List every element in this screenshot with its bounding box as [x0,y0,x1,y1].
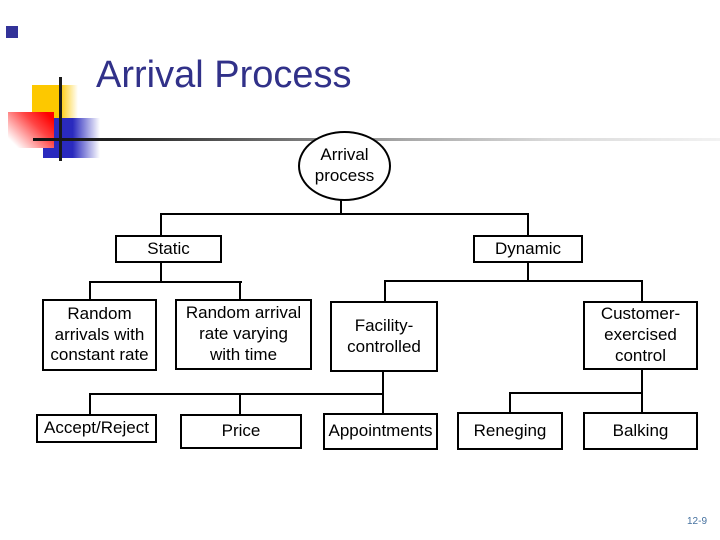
connector-level1-horizontal [160,213,529,215]
connector-customer-stem [641,370,643,413]
connector-static-drop [160,213,162,237]
connector-customer-drop [641,280,643,302]
node-dynamic: Dynamic [473,235,583,263]
connector-static-children-horizontal [89,281,242,283]
connector-dynamic-children-horizontal [384,280,643,282]
node-balking: Balking [583,412,698,450]
node-appointments: Appointments [323,413,438,450]
node-random-arrival-rate-varying: Random arrival rate varying with time [175,299,312,370]
node-static: Static [115,235,222,263]
connector-root-stem [340,200,342,215]
connector-customer-children-horizontal [509,392,643,394]
connector-facility-children-horizontal [89,393,384,395]
connector-reneging-drop [509,392,511,413]
page-number: 12-9 [686,516,707,527]
node-price: Price [180,414,302,449]
connector-dynamic-stem [527,263,529,282]
connector-random-constant-drop [89,281,91,300]
connector-accept-reject-drop [89,393,91,415]
node-reneging: Reneging [457,412,563,450]
node-accept-reject: Accept/Reject [36,414,157,443]
node-random-arrivals-constant-rate: Random arrivals with constant rate [42,299,157,371]
connector-static-stem [160,263,162,283]
node-arrival-process: Arrival process [298,131,391,201]
connector-random-varying-drop [239,281,241,300]
accent-square-navy [6,26,18,38]
accent-vertical-line [59,77,62,161]
node-customer-exercised-control: Customer- exercised control [583,301,698,370]
connector-facility-drop [384,280,386,302]
slide-title: Arrival Process [96,54,352,96]
connector-price-drop [239,393,241,415]
connector-dynamic-drop [527,213,529,236]
title-divider-line [33,138,720,141]
accent-square-red [8,112,54,148]
node-facility-controlled: Facility- controlled [330,301,438,372]
